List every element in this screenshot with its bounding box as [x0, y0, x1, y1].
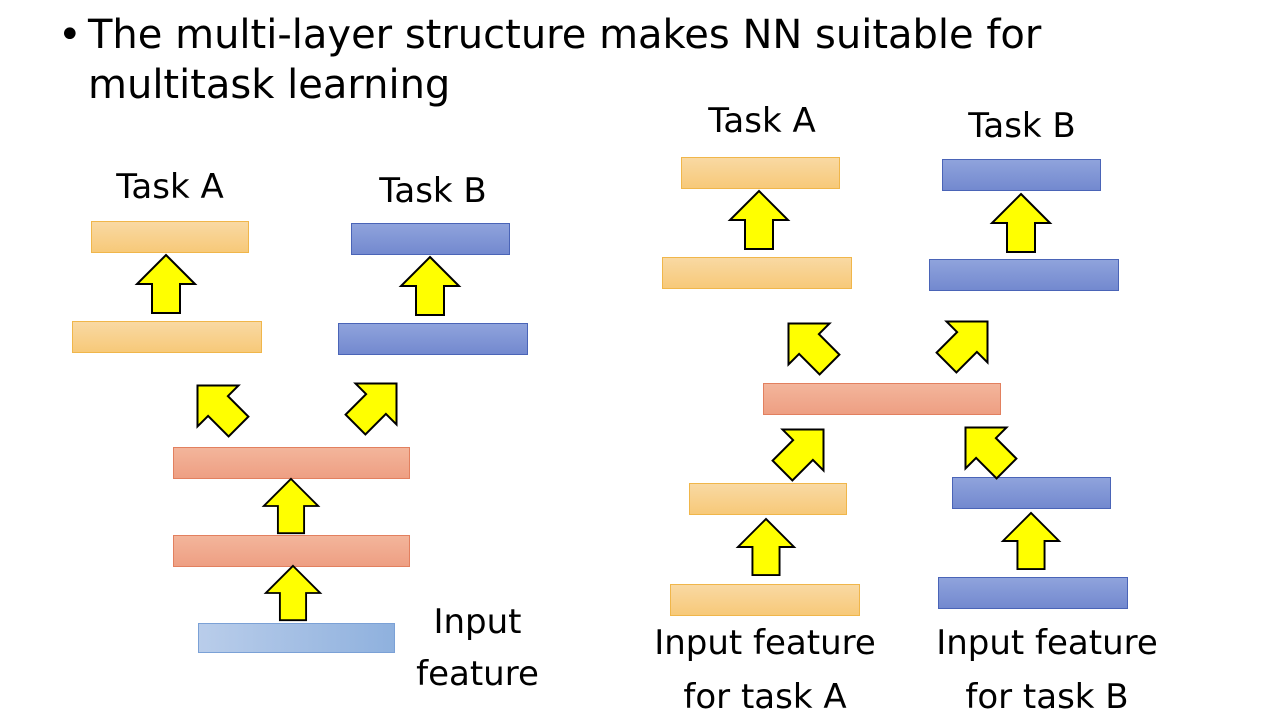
right-task-a-input-layer — [670, 584, 860, 616]
left-task-b-hidden-layer — [338, 323, 528, 355]
left-arrow-input-to-shared-icon — [263, 564, 323, 622]
right-arrow-shared-to-a-icon — [787, 322, 841, 376]
left-arrow-shared-lower-to-upper-icon — [261, 477, 321, 535]
left-arrow-shared-to-b-icon — [344, 382, 398, 436]
left-arrow-a-hidden-to-output-icon — [134, 253, 198, 314]
right-arrow-a-to-shared-icon — [771, 428, 825, 482]
right-task-b-hidden-layer — [929, 259, 1119, 291]
right-task-a-label: Task A — [708, 101, 816, 141]
right-task-a-input-hidden-layer — [689, 483, 847, 515]
right-task-b-input-hidden-layer — [952, 477, 1111, 509]
bullet-marker: • — [58, 12, 82, 58]
right-input-b-label: Input feature for task B — [936, 623, 1158, 717]
left-shared-layer-upper — [173, 447, 410, 479]
right-arrow-b-hidden-to-output-icon — [989, 192, 1053, 253]
right-input-a-label: Input feature for task A — [654, 623, 876, 717]
left-task-a-label: Task A — [116, 167, 224, 207]
left-task-b-label: Task B — [379, 171, 487, 211]
right-arrow-b-to-shared-icon — [964, 426, 1018, 480]
left-arrow-shared-to-a-icon — [196, 384, 250, 438]
right-task-b-label: Task B — [968, 106, 1076, 146]
left-input-label: Input feature — [416, 602, 539, 694]
right-arrow-a-input-to-hidden-icon — [735, 517, 797, 577]
bullet-text: The multi-layer structure makes NN suita… — [88, 12, 1042, 108]
right-task-a-hidden-layer — [662, 257, 852, 289]
left-arrow-b-hidden-to-output-icon — [398, 255, 462, 316]
right-task-b-input-layer — [938, 577, 1128, 609]
right-task-a-output-layer — [681, 157, 840, 189]
left-task-b-output-layer — [351, 223, 510, 255]
right-arrow-a-hidden-to-output-icon — [727, 189, 791, 250]
left-task-a-hidden-layer — [72, 321, 262, 353]
right-task-b-output-layer — [942, 159, 1101, 191]
right-arrow-b-input-to-hidden-icon — [1000, 511, 1062, 571]
left-task-a-output-layer — [91, 221, 249, 253]
left-input-layer — [198, 623, 395, 653]
right-arrow-shared-to-b-icon — [935, 320, 989, 374]
right-shared-layer — [763, 383, 1001, 415]
left-shared-layer-lower — [173, 535, 410, 567]
